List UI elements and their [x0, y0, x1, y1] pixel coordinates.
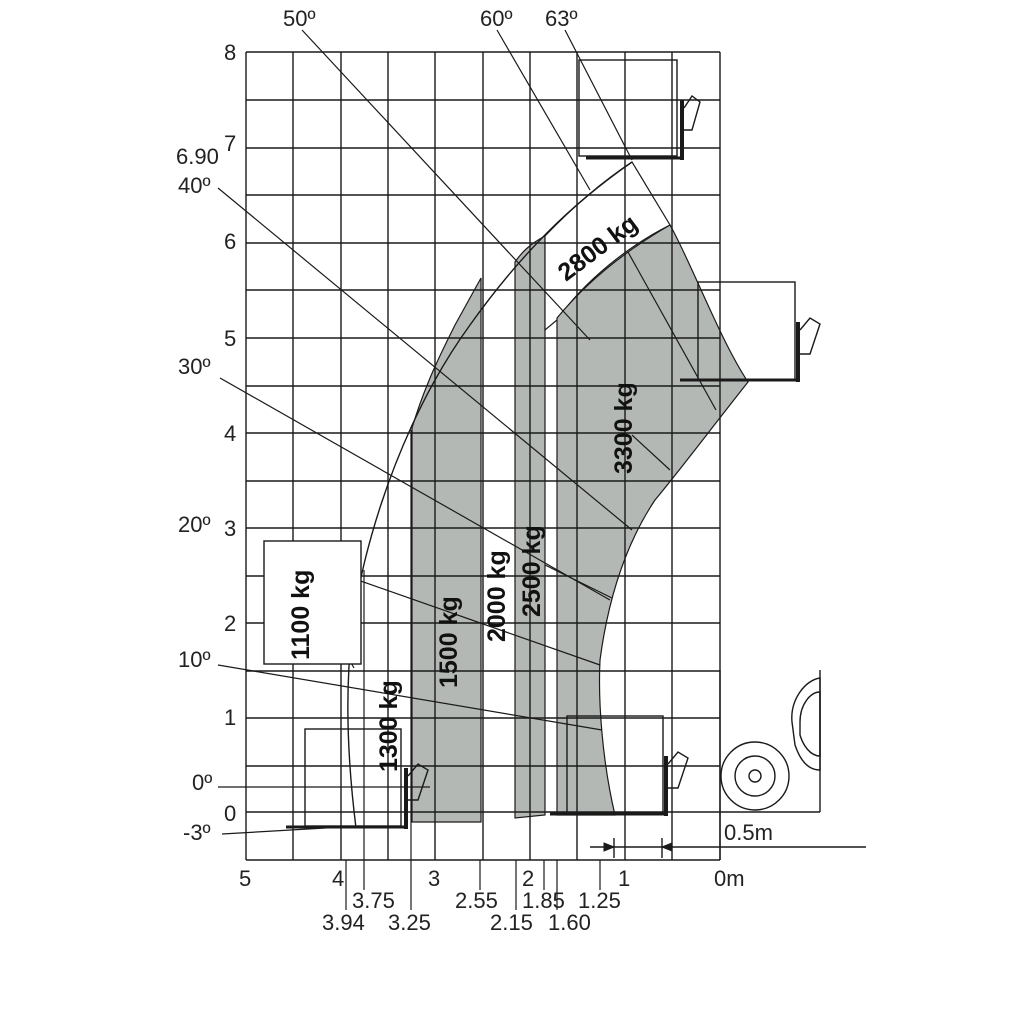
x-axis-labels: 5 4 3 2 1 0m 3.94 3.75 3.25 2.55 2.15 1.… — [239, 866, 745, 935]
load-box-top — [578, 59, 678, 157]
ray-30 — [219, 377, 611, 601]
hook-ground-right — [667, 751, 689, 789]
y-tick: 7 — [224, 131, 236, 156]
wheel-mid — [734, 755, 776, 797]
y-tick: 6 — [224, 229, 236, 254]
x-detail-tick: 2.55 — [455, 888, 498, 913]
zone-shape-1500 — [411, 277, 482, 823]
angle-label: 40º — [178, 173, 211, 198]
zone-label-2000: 2000 kg — [483, 550, 511, 642]
x-detail-leaders — [345, 430, 601, 910]
hook-mid — [799, 317, 821, 355]
zone-label-1300: 1300 kg — [375, 680, 403, 772]
angle-label: 63º — [545, 6, 578, 31]
hook-top — [683, 94, 701, 131]
x-tick: 3 — [428, 866, 440, 891]
x-detail-tick: 1.85 — [522, 888, 565, 913]
y-tick: 8 — [224, 40, 236, 65]
ray-50 — [301, 29, 591, 341]
x-tick: 1 — [618, 866, 630, 891]
scale-bar — [590, 812, 866, 860]
y-tick: 2 — [224, 611, 236, 636]
ray-10 — [217, 664, 603, 731]
grid — [245, 51, 721, 861]
scale-arrow-right — [660, 842, 673, 852]
x-tick: 2 — [522, 866, 534, 891]
y-tick: 5 — [224, 326, 236, 351]
angle-label: 50º — [283, 6, 316, 31]
x-tick: 5 — [239, 866, 251, 891]
x-detail-tick: 3.25 — [388, 910, 431, 935]
ray-63 — [564, 29, 633, 161]
scale-bar-label: 0.5m — [724, 820, 773, 845]
x-unit-label: 0m — [714, 866, 745, 891]
ray-20 — [334, 571, 601, 666]
x-detail-tick: 1.60 — [548, 910, 591, 935]
angle-rays — [217, 29, 717, 835]
x-detail-tick: 3.75 — [352, 888, 395, 913]
y-tick-extra: 6.90 — [176, 144, 219, 169]
cab-outline — [791, 677, 821, 771]
x-detail-tick: 3.94 — [322, 910, 365, 935]
x-detail-tick: 2.15 — [490, 910, 533, 935]
angle-label: -3º — [183, 820, 211, 845]
ray-60 — [496, 29, 591, 191]
zone-label-3300: 3300 kg — [610, 382, 638, 474]
wheel-hub — [748, 769, 762, 783]
ray-3300b — [627, 251, 717, 411]
angle-label: 0º — [192, 770, 212, 795]
wheel-outer — [720, 741, 790, 811]
angle-label: 60º — [480, 6, 513, 31]
y-tick: 4 — [224, 421, 236, 446]
zone-label-1500: 1500 kg — [435, 596, 463, 688]
angle-label: 30º — [178, 354, 211, 379]
x-tick: 4 — [332, 866, 344, 891]
x-detail-tick: 1.25 — [578, 888, 621, 913]
ray-40 — [217, 187, 633, 531]
angle-labels: 63º 60º 50º 40º 30º 20º 10º 0º -3º — [178, 6, 578, 845]
ray-3300 — [631, 434, 671, 471]
y-tick: 1 — [224, 705, 236, 730]
zone-shape-3300 — [556, 224, 749, 816]
angle-label: 20º — [178, 512, 211, 537]
scale-arrow-left — [603, 842, 616, 852]
y-tick: 3 — [224, 516, 236, 541]
y-axis-labels: 8 7 6 5 4 3 2 1 0 6.90 — [176, 40, 236, 826]
fork-attachments — [286, 59, 821, 829]
zone-label-2500: 2500 kg — [518, 525, 546, 617]
hook-ground-left — [407, 763, 429, 801]
ray-2500 — [544, 564, 613, 599]
angle-label: 10º — [178, 647, 211, 672]
y-tick: 0 — [224, 801, 236, 826]
zone-label-1100: 1100 kg — [287, 570, 315, 660]
zone-1100-box — [263, 540, 362, 665]
machine-outline — [719, 670, 821, 813]
cab-inner — [799, 691, 821, 757]
